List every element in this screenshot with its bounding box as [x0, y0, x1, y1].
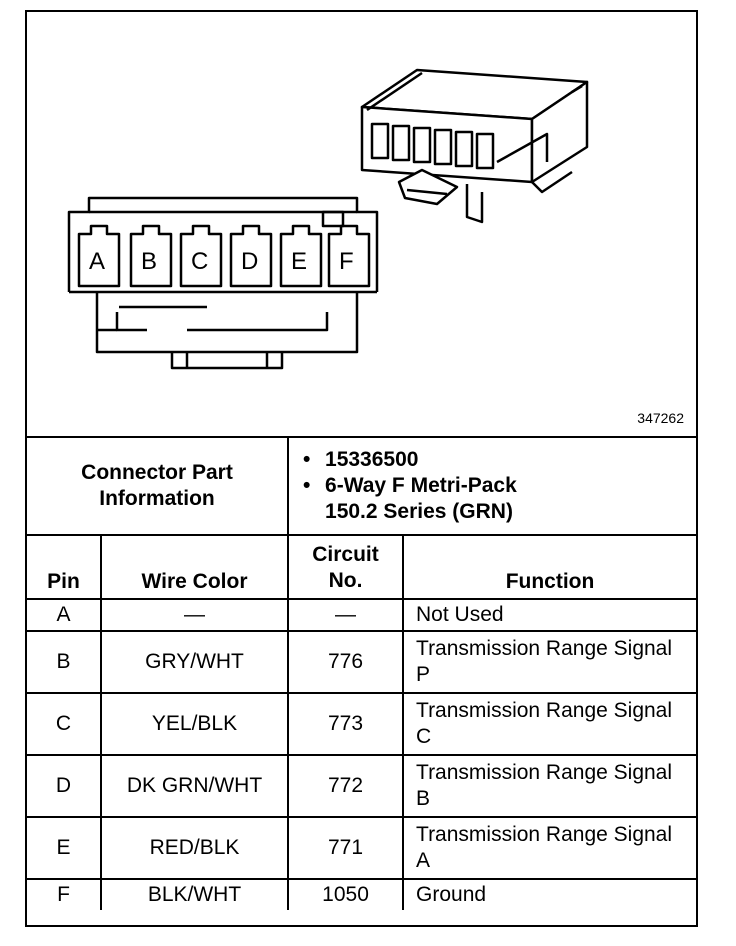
cell-pin: C — [27, 692, 102, 756]
cell-pin: B — [27, 630, 102, 694]
cell-circuit: 771 — [287, 816, 405, 880]
header-pin: Pin — [27, 534, 102, 600]
table-header-row: Pin Wire Color Circuit No. Function — [27, 534, 697, 600]
cell-function: Transmission Range Signal C — [402, 692, 697, 756]
pin-letter-b: B — [141, 248, 158, 275]
cell-pin: E — [27, 816, 102, 880]
cell-circuit: 1050 — [287, 878, 405, 910]
cell-wire-color: BLK/WHT — [99, 878, 290, 910]
pin-letter-d: D — [241, 248, 259, 275]
cell-circuit: 773 — [287, 692, 405, 756]
document-frame: A B C D E F 347262 Connector Part Inform… — [25, 10, 698, 927]
connector-face-icon — [67, 196, 379, 370]
connector-info-list: 15336500 6-Way F Metri-Pack 150.2 Series… — [287, 436, 697, 536]
connector-drawing-icon — [67, 68, 589, 370]
cell-circuit: — — [287, 598, 405, 632]
cell-wire-color: — — [99, 598, 290, 632]
cell-function: Transmission Range Signal A — [402, 816, 697, 880]
cell-wire-color: DK GRN/WHT — [99, 754, 290, 818]
table-row: C YEL/BLK 773 Transmission Range Signal … — [27, 692, 697, 756]
cell-pin: D — [27, 754, 102, 818]
connector-info-label: Connector Part Information — [27, 436, 290, 536]
cell-function: Transmission Range Signal P — [402, 630, 697, 694]
header-wire-color: Wire Color — [99, 534, 290, 600]
connector-figure: A B C D E F 347262 — [27, 12, 696, 438]
pin-letter-e: E — [291, 248, 308, 275]
connector-3d-icon — [360, 68, 589, 224]
header-circuit: Circuit No. — [287, 534, 405, 600]
cell-pin: F — [27, 878, 102, 910]
connector-info-row: Connector Part Information 15336500 6-Wa… — [27, 436, 697, 536]
cell-circuit: 772 — [287, 754, 405, 818]
pin-letter-c: C — [191, 248, 209, 275]
cell-circuit: 776 — [287, 630, 405, 694]
table-row: B GRY/WHT 776 Transmission Range Signal … — [27, 630, 697, 694]
cell-function: Transmission Range Signal B — [402, 754, 697, 818]
table-row: D DK GRN/WHT 772 Transmission Range Sign… — [27, 754, 697, 818]
connector-part-number: 15336500 — [303, 447, 690, 473]
table-row: F BLK/WHT 1050 Ground — [27, 878, 697, 910]
connector-description: 6-Way F Metri-Pack 150.2 Series (GRN) — [303, 473, 555, 525]
cell-wire-color: GRY/WHT — [99, 630, 290, 694]
cell-function: Ground — [402, 878, 697, 910]
table-row: E RED/BLK 771 Transmission Range Signal … — [27, 816, 697, 880]
pinout-table: Connector Part Information 15336500 6-Wa… — [27, 436, 697, 910]
header-function: Function — [402, 534, 697, 600]
pin-letter-f: F — [339, 248, 354, 275]
cell-wire-color: YEL/BLK — [99, 692, 290, 756]
table-row: A — — Not Used — [27, 598, 697, 632]
cell-wire-color: RED/BLK — [99, 816, 290, 880]
cell-function: Not Used — [402, 598, 697, 632]
figure-id: 347262 — [637, 410, 684, 426]
pin-letter-a: A — [89, 248, 106, 275]
cell-pin: A — [27, 598, 102, 632]
